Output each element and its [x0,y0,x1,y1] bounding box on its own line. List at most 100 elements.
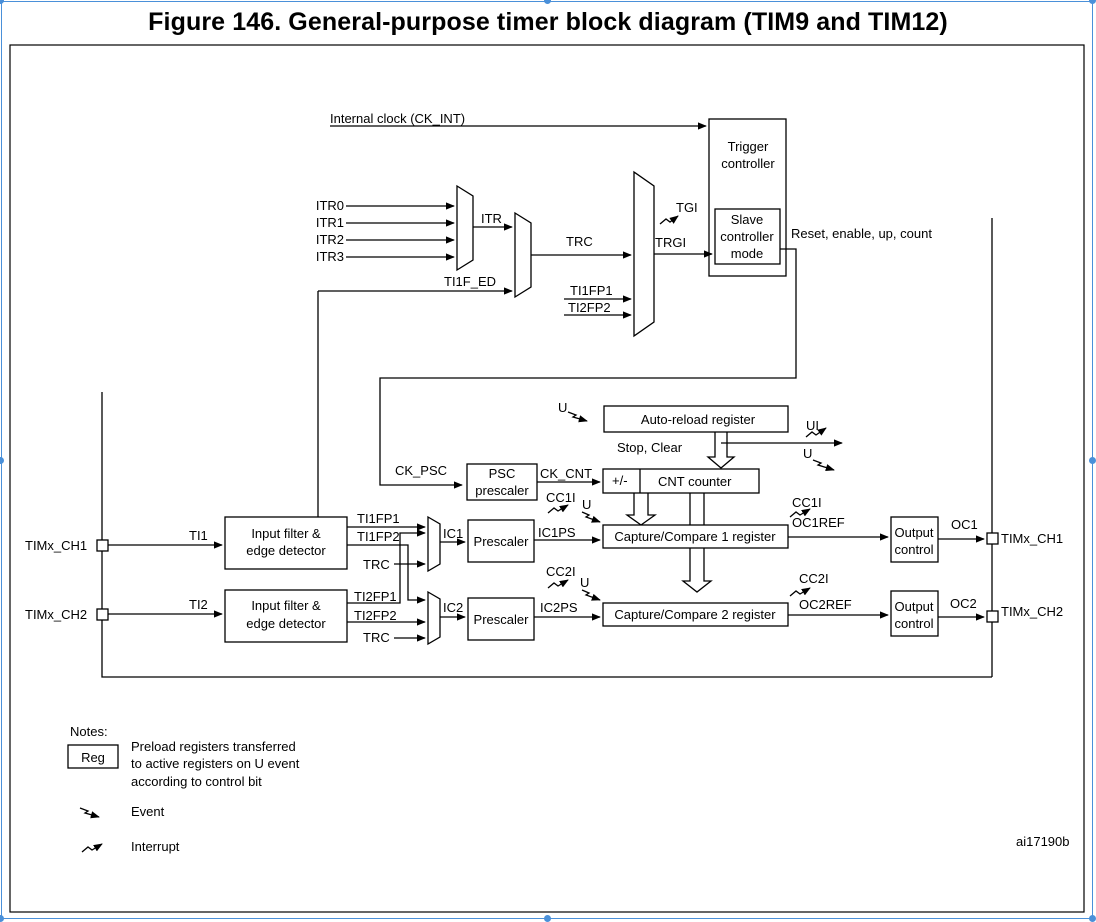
event-note: Event [131,804,165,819]
prescaler-2 [467,597,535,641]
itr0-label: ITR0 [316,198,344,213]
slave-controller-line1: Slave [731,212,764,227]
timx-ch1-out-pin [986,532,999,545]
prescaler-1-label: Prescaler [474,534,530,549]
selection-handle[interactable] [544,0,551,4]
internal-clock-label: Internal clock (CK_INT) [330,111,465,126]
doc-id: ai17190b [1016,834,1070,849]
u-event-label-1: U [558,400,567,415]
reg-note-line3: according to control bit [131,774,262,789]
notes-heading: Notes: [70,724,108,739]
ti1fp2-label: TI1FP2 [357,529,400,544]
input-filter-2-line2: edge detector [246,616,326,631]
ti1fp1-trgi-label: TI1FP1 [570,283,613,298]
ti2fp2-label: TI2FP2 [354,608,397,623]
oc1ref-label: OC1REF [792,515,845,530]
input-filter-1-line1: Input filter & [251,526,321,541]
selection-handle[interactable] [1089,0,1096,4]
trc-mux [514,211,532,299]
figure-title: Figure 146. General-purpose timer block … [148,8,948,36]
oc2ref-label: OC2REF [799,597,852,612]
itr-mux [456,184,474,272]
reset-enable-label: Reset, enable, up, count [791,226,932,241]
ui-label: UI [806,418,819,433]
capture-compare-2-label: Capture/Compare 2 register [614,607,776,622]
ic2-mux [427,590,441,646]
cc1i-label-in: CC1I [546,490,576,505]
output-control-2-line2: control [894,616,933,631]
u-label-cc1: U [582,497,591,512]
cc2i-label-in: CC2I [546,564,576,579]
ti1fp1-label: TI1FP1 [357,511,400,526]
ck-cnt-label: CK_CNT [540,466,592,481]
trc-label: TRC [566,234,593,249]
figure-frame [9,44,1085,913]
tgi-label: TGI [676,200,698,215]
output-control-1 [890,516,939,563]
itr2-label: ITR2 [316,232,344,247]
reg-note-line2: to active registers on U event [131,756,300,771]
input-filter-1 [224,516,348,570]
timx-ch1-in-label: TIMx_CH1 [25,538,87,553]
prescaler-2-label: Prescaler [474,612,530,627]
itr3-label: ITR3 [316,249,344,264]
ti1f-ed-label: TI1F_ED [444,274,496,289]
timx-ch2-out-pin [986,610,999,623]
prescaler-1 [467,519,535,563]
ic2ps-label: IC2PS [540,600,578,615]
itr1-label: ITR1 [316,215,344,230]
output-control-2 [890,590,939,637]
reg-legend-label: Reg [81,750,105,765]
event-icon [79,807,100,819]
oc1-label: OC1 [951,517,978,532]
output-control-1-line1: Output [894,525,933,540]
slave-controller-block [714,208,781,265]
ic1-label: IC1 [443,526,463,541]
timx-ch2-in-pin [96,608,109,621]
trigger-controller-line1: Trigger [728,139,769,154]
reg-note-line1: Preload registers transferred [131,739,296,754]
plus-minus-label: +/- [612,473,628,488]
stop-clear-label: Stop, Clear [617,440,683,455]
ti2fp2-trgi-label: TI2FP2 [568,300,611,315]
ti2fp1-label: TI2FP1 [354,589,397,604]
selection-handle[interactable] [1089,915,1096,922]
trgi-label: TRGI [655,235,686,250]
timx-ch1-in-pin [96,539,109,552]
selection-handle[interactable] [0,915,4,922]
prescaler-label: prescaler [475,483,529,498]
cnt-counter-label: CNT counter [658,474,732,489]
ic2-label: IC2 [443,600,463,615]
timx-ch1-out-label: TIMx_CH1 [1001,531,1063,546]
input-filter-2 [224,589,348,643]
auto-reload-label: Auto-reload register [641,412,756,427]
slave-controller-line3: mode [731,246,764,261]
trc-ch2-label: TRC [363,630,390,645]
u-label-cc2: U [580,575,589,590]
ic1ps-label: IC1PS [538,525,576,540]
auto-reload-register [603,405,789,433]
selection-handle[interactable] [0,457,4,464]
selection-handle[interactable] [0,0,4,4]
cc1i-label-out: CC1I [792,495,822,510]
capture-compare-1-label: Capture/Compare 1 register [614,529,776,544]
timx-ch2-out-label: TIMx_CH2 [1001,604,1063,619]
trigger-controller-line2: controller [721,156,775,171]
output-control-1-line2: control [894,542,933,557]
trgi-mux [633,170,655,338]
reg-legend-box [67,744,119,769]
interrupt-icon [81,843,103,853]
psc-label: PSC [489,466,516,481]
selection-handle[interactable] [1089,457,1096,464]
u-label-2: U [803,446,812,461]
input-filter-1-line2: edge detector [246,543,326,558]
ic1-mux [427,515,441,573]
output-control-2-line1: Output [894,599,933,614]
selection-handle[interactable] [544,915,551,922]
timx-ch2-in-label: TIMx_CH2 [25,607,87,622]
trc-ch1-label: TRC [363,557,390,572]
oc2-label: OC2 [950,596,977,611]
ti2-label: TI2 [189,597,208,612]
ck-psc-label: CK_PSC [395,463,447,478]
